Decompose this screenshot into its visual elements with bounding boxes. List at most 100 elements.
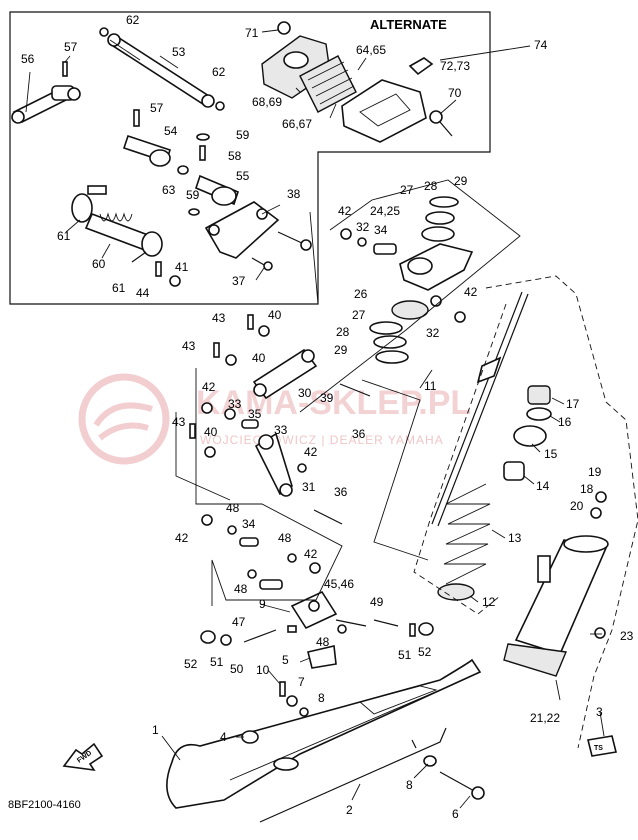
part-bolt-6 bbox=[439, 771, 485, 800]
part-wear-bar-2 bbox=[259, 727, 447, 823]
callout-31: 31 bbox=[302, 480, 316, 494]
callout-9: 9 bbox=[259, 597, 266, 611]
callout-70: 70 bbox=[448, 86, 462, 100]
callout-52: 52 bbox=[184, 657, 198, 671]
part-bracket-24-25 bbox=[399, 243, 474, 291]
callout-11: 11 bbox=[424, 379, 437, 393]
callout-58: 58 bbox=[228, 149, 242, 163]
callout-13: 13 bbox=[508, 531, 522, 545]
callout-18: 18 bbox=[580, 482, 594, 496]
callout-33: 33 bbox=[274, 423, 288, 437]
part-link-bracket bbox=[204, 201, 280, 259]
callout-labels: 62 71 57 53 56 62 64,65 72,73 74 70 68,6… bbox=[21, 13, 634, 821]
part-canister-21-22 bbox=[503, 535, 609, 677]
callout-71: 71 bbox=[245, 26, 259, 40]
part-shaft-54 bbox=[122, 134, 172, 167]
part-bolt-38 bbox=[277, 231, 312, 251]
callout-66-67: 66,67 bbox=[282, 117, 312, 131]
callout-1: 1 bbox=[152, 723, 159, 737]
callout-32: 32 bbox=[426, 326, 440, 340]
callout-59: 59 bbox=[236, 128, 250, 142]
callout-8: 8 bbox=[318, 691, 325, 705]
callout-52: 52 bbox=[418, 645, 432, 659]
callout-17: 17 bbox=[566, 397, 580, 411]
part-spring-assy-60 bbox=[84, 212, 163, 257]
part-bushing-26 bbox=[391, 300, 429, 320]
watermark-logo bbox=[78, 373, 170, 465]
part-arm-31 bbox=[254, 432, 293, 497]
callout-10: 10 bbox=[256, 663, 270, 677]
callout-2: 2 bbox=[346, 803, 353, 817]
callout-33: 33 bbox=[228, 397, 242, 411]
callout-40: 40 bbox=[252, 351, 266, 365]
callout-30: 30 bbox=[298, 386, 312, 400]
callout-50: 50 bbox=[230, 662, 244, 676]
part-rod-53 bbox=[107, 33, 215, 108]
callout-62: 62 bbox=[212, 65, 226, 79]
callout-14: 14 bbox=[536, 479, 550, 493]
callout-32: 32 bbox=[356, 220, 370, 234]
part-clamp-61 bbox=[71, 185, 107, 223]
callout-48: 48 bbox=[278, 531, 292, 545]
callout-3: 3 bbox=[596, 705, 603, 719]
part-cover-64-65 bbox=[341, 79, 427, 143]
callout-40: 40 bbox=[268, 308, 282, 322]
callout-43: 43 bbox=[212, 311, 226, 325]
callout-57: 57 bbox=[150, 101, 164, 115]
callout-43: 43 bbox=[182, 339, 196, 353]
callout-23: 23 bbox=[620, 629, 634, 643]
callout-8: 8 bbox=[406, 778, 413, 792]
callout-42: 42 bbox=[464, 285, 478, 299]
part-ski-1 bbox=[166, 658, 482, 809]
callout-64-65: 64,65 bbox=[356, 43, 386, 57]
callout-48: 48 bbox=[234, 582, 248, 596]
callout-7: 7 bbox=[298, 675, 305, 689]
callout-61: 61 bbox=[112, 281, 126, 295]
ts-label: TS bbox=[594, 745, 603, 752]
part-decal-ts: TS bbox=[587, 735, 617, 757]
callout-16: 16 bbox=[558, 415, 572, 429]
leader-lines bbox=[25, 29, 605, 809]
callout-20: 20 bbox=[570, 499, 584, 513]
callout-27: 27 bbox=[400, 183, 414, 197]
callout-5: 5 bbox=[282, 653, 289, 667]
callout-74: 74 bbox=[534, 38, 548, 52]
callout-72-73: 72,73 bbox=[440, 59, 470, 73]
part-spring-13 bbox=[443, 483, 491, 585]
part-shock-absorber-11 bbox=[431, 291, 529, 527]
figure-code: 8BF2100-4160 bbox=[8, 799, 81, 811]
callout-42: 42 bbox=[175, 531, 189, 545]
callout-59: 59 bbox=[186, 188, 200, 202]
callout-53: 53 bbox=[172, 45, 186, 59]
callout-49: 49 bbox=[370, 595, 384, 609]
callout-39: 39 bbox=[320, 391, 334, 405]
callout-35: 35 bbox=[248, 407, 262, 421]
callout-28: 28 bbox=[336, 325, 350, 339]
callout-4: 4 bbox=[220, 730, 227, 744]
callout-44: 44 bbox=[136, 286, 150, 300]
callout-6: 6 bbox=[452, 807, 459, 821]
callout-56: 56 bbox=[21, 52, 35, 66]
callout-43: 43 bbox=[172, 415, 186, 429]
callout-51: 51 bbox=[210, 655, 224, 669]
callout-40: 40 bbox=[204, 425, 218, 439]
fwd-arrow-icon: FWD bbox=[62, 742, 104, 772]
callout-38: 38 bbox=[287, 187, 301, 201]
part-pivot-45-46 bbox=[290, 590, 338, 630]
callout-41: 41 bbox=[175, 260, 189, 274]
callout-54: 54 bbox=[164, 124, 178, 138]
callout-34: 34 bbox=[242, 517, 256, 531]
part-bolt-70 bbox=[429, 110, 453, 137]
part-arm-30 bbox=[252, 348, 318, 400]
callout-48: 48 bbox=[226, 501, 240, 515]
callout-42: 42 bbox=[304, 445, 318, 459]
callout-36: 36 bbox=[352, 427, 366, 441]
part-lever-56 bbox=[11, 85, 81, 124]
callout-36: 36 bbox=[334, 485, 348, 499]
callout-42: 42 bbox=[304, 547, 318, 561]
callout-61: 61 bbox=[57, 229, 71, 243]
callout-29: 29 bbox=[334, 343, 348, 357]
callout-62: 62 bbox=[126, 13, 140, 27]
